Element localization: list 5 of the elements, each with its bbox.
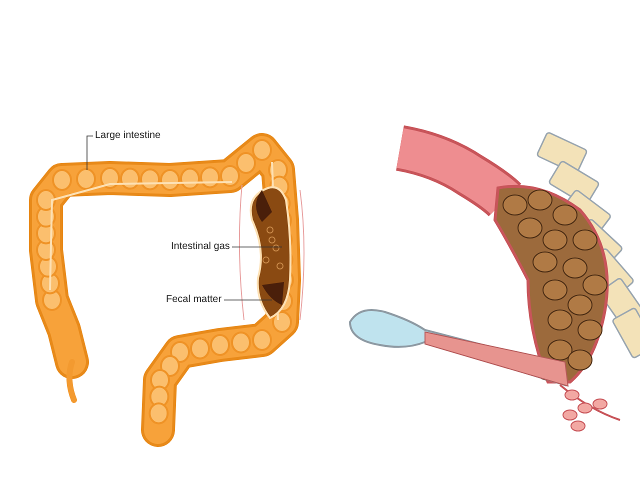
- part-label: Intestinal gas: [171, 241, 230, 253]
- leader-line: [86, 136, 94, 170]
- part-label: Fecal matter: [166, 294, 222, 306]
- part-label: Large intestine: [95, 130, 161, 142]
- leader-line: [232, 246, 282, 248]
